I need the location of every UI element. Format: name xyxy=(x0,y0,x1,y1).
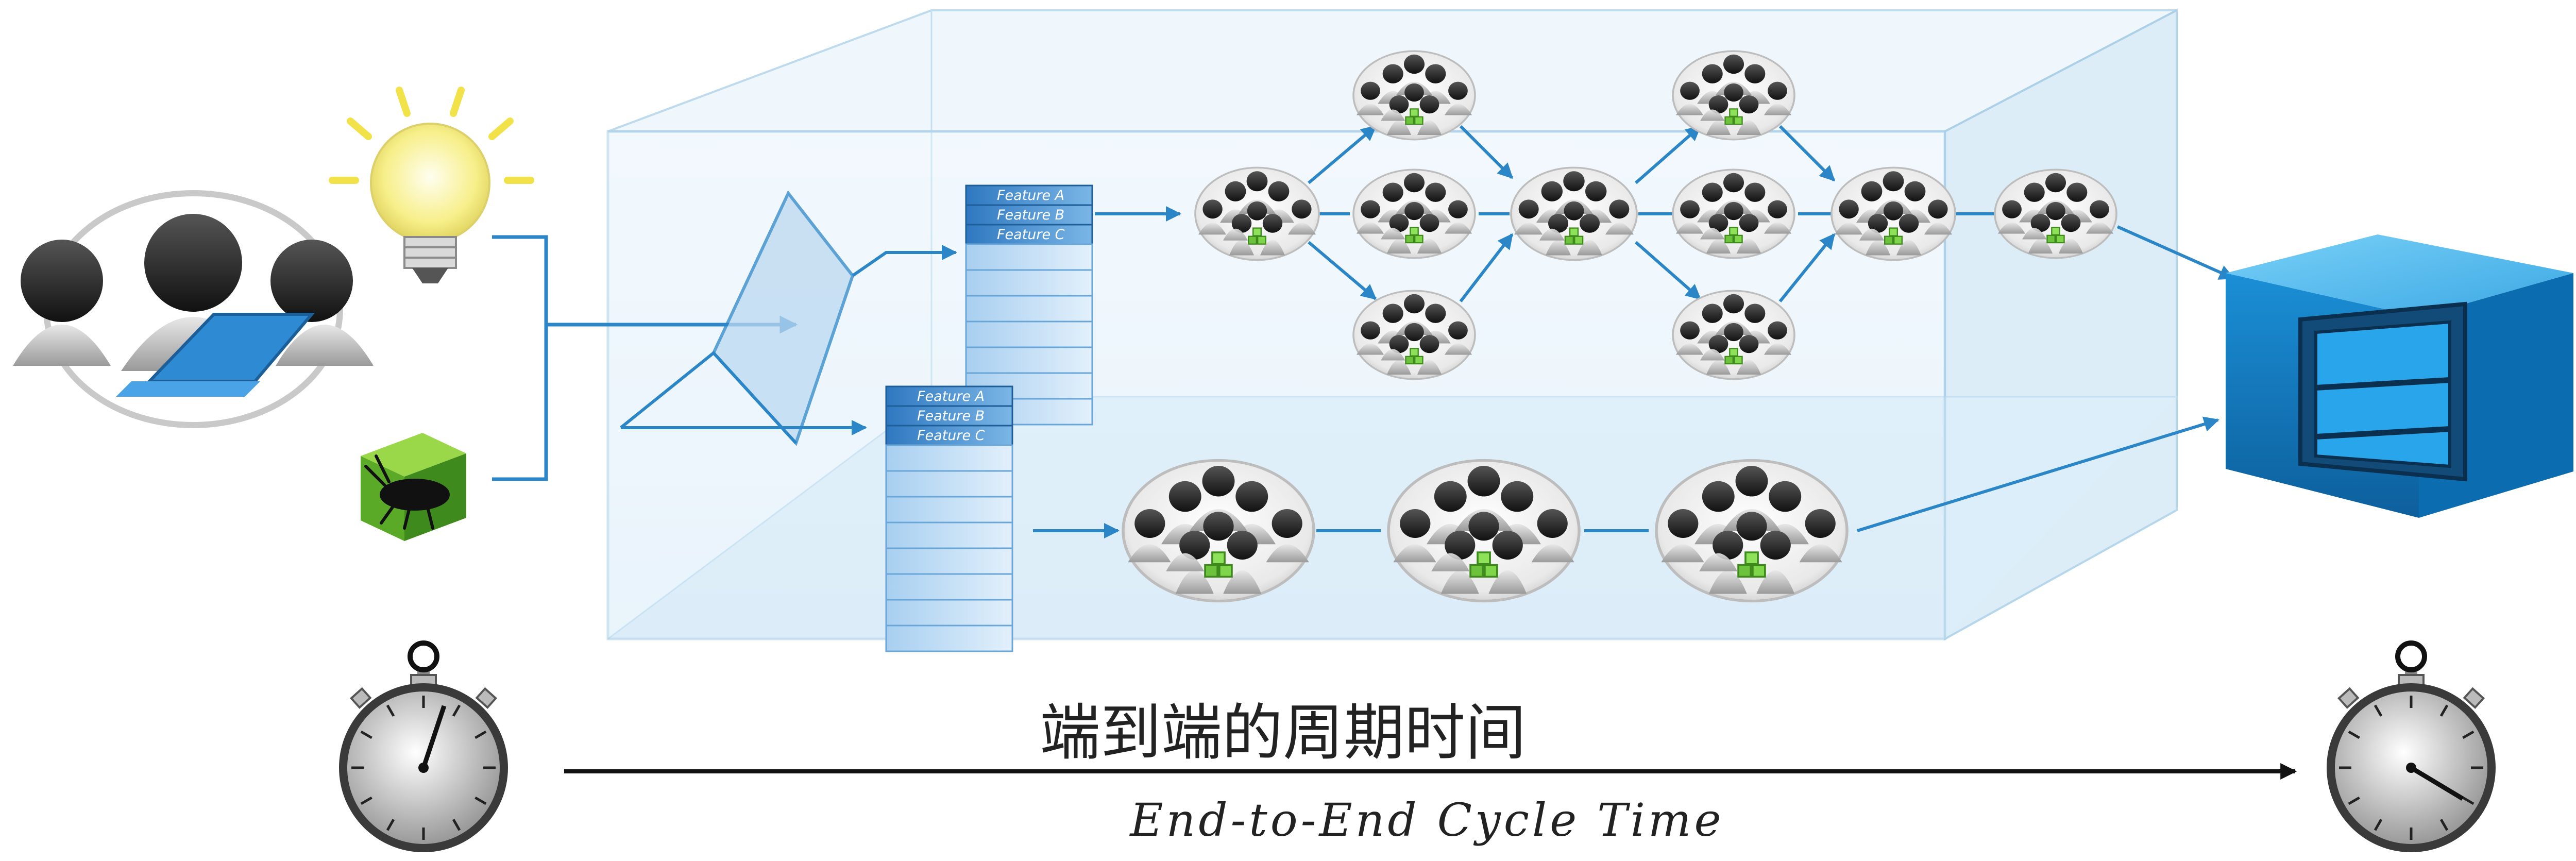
feature-label: Feature A xyxy=(917,389,985,404)
team-group-icon xyxy=(1195,167,1319,260)
feature-label: Feature C xyxy=(997,227,1065,243)
team-group-icon xyxy=(1511,167,1637,260)
team-group-icon xyxy=(1123,461,1314,601)
bug-cube-icon xyxy=(361,433,466,541)
team-group-icon xyxy=(1673,51,1794,140)
feature-label: Feature B xyxy=(917,408,985,424)
feature-stack-bottom: Feature A Feature B Feature C xyxy=(885,385,1013,652)
feature-label: Feature B xyxy=(997,207,1064,223)
team-group-icon xyxy=(1832,167,1955,260)
triage-funnel xyxy=(620,190,957,446)
team-group-icon xyxy=(1353,291,1475,379)
feature-label: Feature C xyxy=(917,428,985,444)
requesters-group-icon xyxy=(13,190,374,428)
flow-arrows xyxy=(1033,125,2235,538)
team-group-icon xyxy=(1673,170,1794,258)
team-group-icon xyxy=(1995,170,2116,258)
team-group-icon xyxy=(1673,291,1794,379)
caption-chinese: 端到端的周期时间 xyxy=(1040,697,1526,768)
team-group-icon xyxy=(1353,51,1475,140)
light-bulb-icon xyxy=(329,87,534,283)
product-cube-icon xyxy=(2226,234,2573,518)
team-group-icon xyxy=(1353,170,1475,258)
start-stopwatch-icon xyxy=(339,643,508,852)
caption-english: End-to-End Cycle Time xyxy=(1129,794,1724,847)
team-group-icon xyxy=(1656,461,1847,601)
end-stopwatch-icon xyxy=(2327,643,2496,852)
feature-label: Feature A xyxy=(997,188,1064,204)
team-group-icon xyxy=(1388,461,1579,601)
